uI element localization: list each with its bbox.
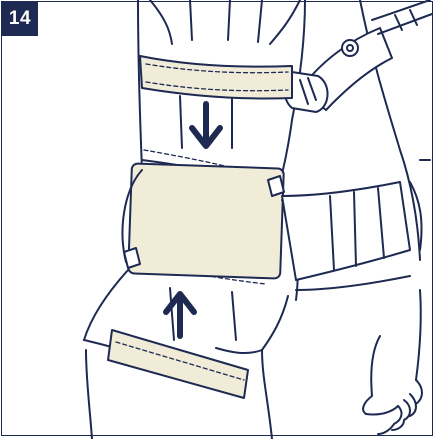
upper-strap: [140, 56, 292, 99]
knee-pad: [128, 163, 284, 278]
upper-hinge: [285, 0, 433, 112]
hand-illustration: [363, 290, 422, 434]
step-number: 14: [2, 2, 38, 36]
down-arrow-icon: [192, 104, 220, 146]
lower-strap: [108, 330, 248, 398]
side-wrap: [282, 182, 410, 280]
